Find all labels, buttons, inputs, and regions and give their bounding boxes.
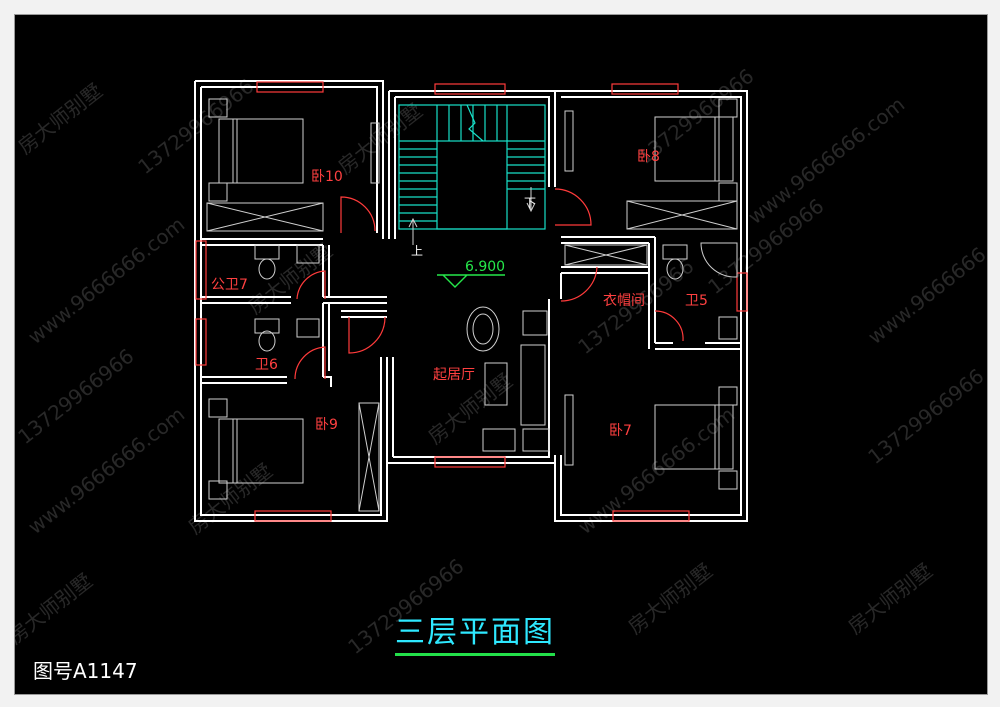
elevation-label: 6.900 [465, 259, 505, 275]
side-table [522, 310, 548, 336]
room-label-public-bath-7: 公卫7 [211, 277, 248, 293]
plan-title: 三层平面图 [395, 607, 555, 656]
bed [654, 116, 720, 182]
floor-plan-drawing: 房大师别墅 13729966966 房大师别墅 13729966966 www.… [15, 64, 987, 659]
armchair [522, 428, 550, 452]
nightstand [208, 182, 228, 202]
window [434, 83, 506, 95]
room-label-closet: 衣帽间 [603, 293, 645, 309]
room-label-bath-6: 卫6 [255, 357, 278, 373]
staircase: 上 下 [398, 104, 546, 258]
wardrobe [358, 402, 380, 512]
wardrobe [626, 200, 738, 230]
nightstand [208, 98, 228, 118]
room-label-living-room: 起居厅 [433, 367, 475, 383]
bed [654, 404, 720, 470]
window [736, 272, 748, 312]
living-furniture [466, 306, 550, 452]
stair-up-label: 上 [411, 244, 423, 258]
windows [195, 81, 748, 522]
watermark-text: www.9666666.com [863, 212, 987, 349]
interior-walls [201, 236, 741, 387]
round-table [466, 306, 500, 352]
door [294, 346, 326, 380]
nightstand [718, 182, 738, 202]
door [348, 316, 386, 354]
room-label-bath-5: 卫5 [685, 293, 708, 309]
toilet [258, 258, 276, 280]
sink [296, 318, 320, 338]
stair-down-label: 下 [524, 196, 536, 210]
armchair [482, 428, 516, 452]
elevation-marker: 6.900 [437, 259, 505, 288]
watermark-text: www.9666666.com [23, 212, 189, 349]
toilet [258, 330, 276, 352]
watermark-text: 房大师别墅 [15, 78, 107, 158]
window [256, 81, 324, 93]
door [560, 266, 598, 302]
watermark-layer: 房大师别墅 13729966966 房大师别墅 13729966966 www.… [15, 64, 987, 659]
watermark-text: 房大师别墅 [333, 98, 427, 178]
bed [232, 118, 304, 184]
window [434, 456, 506, 468]
nightstand [718, 386, 738, 406]
wardrobe [564, 244, 648, 266]
watermark-text: 房大师别墅 [183, 458, 277, 538]
closets [206, 110, 738, 512]
room-labels: 卧10 卧8 卧9 卧7 公卫7 卫6 卫5 衣帽间 起居厅 [211, 149, 708, 439]
drawing-frame: 房大师别墅 13729966966 房大师别墅 13729966966 www.… [14, 14, 988, 695]
doors [294, 188, 684, 380]
toilet [666, 258, 684, 280]
door [340, 196, 376, 233]
stair-well [436, 140, 508, 230]
nightstand [208, 480, 228, 500]
watermark-text: 13729966966 [15, 344, 138, 449]
exterior-walls [194, 80, 748, 522]
room-label-bedroom-7: 卧7 [609, 423, 632, 439]
window [254, 510, 332, 522]
window [195, 240, 207, 300]
nightstand [208, 398, 228, 418]
watermark-text: 房大师别墅 [623, 558, 717, 638]
room-label-bedroom-9: 卧9 [315, 417, 338, 433]
door [554, 188, 592, 226]
window [611, 83, 679, 95]
drawing-number: 图号A1147 [33, 659, 138, 683]
coffee-table [484, 362, 508, 406]
bed [232, 418, 304, 484]
sink [718, 316, 738, 340]
room-label-bedroom-10: 卧10 [311, 169, 343, 185]
window [612, 510, 690, 522]
beds [208, 98, 738, 500]
door [296, 270, 326, 300]
wardrobe [206, 202, 324, 232]
stair-outline [398, 104, 546, 230]
watermark-text: 13729966966 [863, 364, 987, 469]
window [195, 318, 207, 366]
sofa [520, 344, 546, 426]
room-label-bedroom-8: 卧8 [637, 149, 660, 165]
watermark-text: 房大师别墅 [15, 568, 97, 648]
watermark-text: 房大师别墅 [843, 558, 937, 638]
bath-fixtures [254, 242, 738, 352]
sink [296, 244, 320, 264]
watermark-text: www.9666666.com [573, 402, 739, 539]
nightstand [718, 470, 738, 490]
nightstand [718, 98, 738, 118]
watermark-text: www.9666666.com [743, 92, 909, 229]
door [654, 310, 684, 342]
shower [700, 242, 738, 278]
